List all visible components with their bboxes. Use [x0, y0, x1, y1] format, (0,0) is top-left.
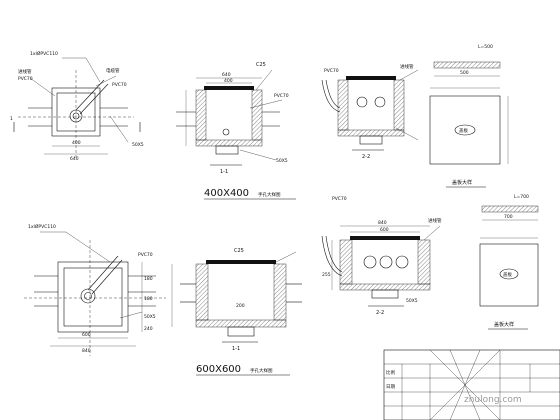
- p5-cover-spec: 1xIØPVC110: [28, 223, 56, 230]
- p6-section-title: 1-1: [232, 346, 240, 352]
- p5-dim-240: 240: [144, 326, 153, 332]
- section-400-1-1-view: [176, 69, 283, 166]
- p1-dim-50x5: 50X5: [132, 142, 144, 148]
- p5-dim-600: 600: [82, 332, 91, 338]
- p1-dim-400: 400: [72, 140, 81, 146]
- p7-section-title: 2-2: [376, 310, 384, 316]
- p4-dim-L500: L=500: [478, 44, 493, 50]
- p2-dim-400: 400: [224, 78, 233, 84]
- p8-dim-L700: L=700: [514, 194, 529, 200]
- p1-section-mark: 1: [10, 116, 13, 122]
- title-block: [383, 349, 560, 420]
- p5-dim-180a: 180: [144, 276, 153, 282]
- p2-c25: C25: [256, 62, 266, 68]
- p7-dim-50x5: 50X5: [406, 298, 418, 304]
- cover-700-view: [479, 205, 539, 307]
- p4-cover-text: 盖板: [459, 127, 468, 134]
- title-block-row2: 日期: [386, 384, 395, 390]
- p5-dim-180b: 180: [144, 296, 153, 302]
- p4-title: 盖板大样: [452, 179, 472, 186]
- p1-dim-640: 640: [70, 156, 79, 162]
- plan-600-view: [24, 231, 166, 356]
- p3-section-title: 2-2: [362, 154, 370, 160]
- p2-dim-50x5: 50X5: [276, 158, 288, 164]
- p1-cover-spec: 1xIØPVC110: [30, 50, 58, 57]
- p7-dim-600: 600: [380, 227, 389, 233]
- watermark: zhulong.com: [464, 395, 522, 405]
- p2-main-title-suffix: 手孔大样图: [258, 191, 281, 198]
- p5-pvc70: PVC70: [138, 252, 153, 258]
- p8-cover-text: 盖板: [503, 271, 512, 278]
- p1-pvc70-right: PVC70: [112, 82, 127, 88]
- p6-main-title-suffix: 手孔大样图: [250, 367, 273, 374]
- p6-c25: C25: [234, 248, 244, 254]
- p2-section-title: 1-1: [220, 169, 228, 175]
- p3-pvc70: PVC70: [324, 68, 339, 74]
- p2-dim-640: 640: [222, 72, 231, 78]
- p6-main-title: 600X600: [196, 364, 241, 375]
- p7-lead: 进线管: [428, 217, 442, 224]
- p7-dim-840: 840: [378, 220, 387, 226]
- p2-main-title: 400X400: [204, 188, 249, 199]
- p3-lead: 进线管: [400, 63, 414, 70]
- title-block-row1: 比例: [386, 369, 395, 376]
- section-400-2-2-view: [321, 69, 419, 151]
- plan-400-view: [13, 57, 141, 160]
- p4-dim-500-top: 500: [460, 70, 469, 76]
- p2-pvc70: PVC70: [274, 93, 289, 99]
- p7-pvc70: PVC70: [332, 196, 347, 202]
- p5-dim-50x5: 50X5: [144, 314, 156, 320]
- p1-lead-pipe: 进线管: [18, 68, 32, 75]
- section-600-2-2-view: [321, 225, 441, 307]
- p7-dim-255: 255: [322, 272, 331, 278]
- p5-dim-840: 840: [82, 348, 91, 354]
- p1-cable-pipe: 电缆管: [106, 67, 120, 74]
- p1-pvc70-left: PVC70: [18, 76, 33, 82]
- section-600-1-1-view: [171, 251, 302, 343]
- p8-title: 盖板大样: [494, 321, 514, 328]
- p8-dim-700-top: 700: [504, 214, 513, 220]
- cover-500-view: [429, 61, 509, 165]
- p6-dim-200: 200: [236, 303, 245, 309]
